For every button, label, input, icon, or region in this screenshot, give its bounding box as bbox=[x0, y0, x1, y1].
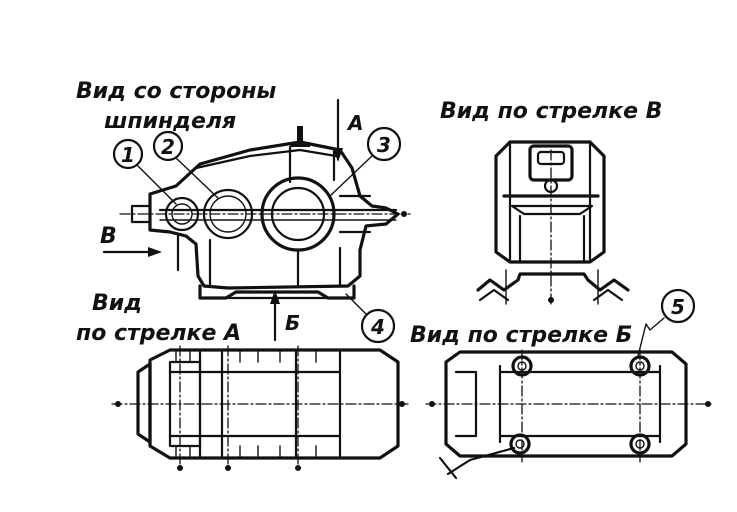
callout-5: 5 bbox=[637, 288, 696, 357]
arrow-letter-a: А bbox=[346, 111, 363, 135]
label-view-arrow-a-2: по стрелке А bbox=[76, 321, 241, 346]
label-view-arrow-b: Вид по стрелке Б bbox=[410, 323, 632, 348]
side-view-gearbox bbox=[119, 126, 411, 300]
arrow-letter-v: В bbox=[100, 224, 117, 249]
bottom-view-arrow-b bbox=[425, 349, 715, 480]
label-view-arrow-v: Вид по стрелке В bbox=[440, 99, 662, 124]
label-view-spindle-2: шпинделя bbox=[104, 109, 236, 134]
svg-text:3: 3 bbox=[377, 133, 391, 157]
arrow-letter-b: Б bbox=[285, 311, 300, 335]
label-view-spindle-1: Вид со стороны bbox=[76, 79, 276, 104]
bolt-hole-bl bbox=[509, 433, 531, 455]
callout-2: 2 bbox=[152, 130, 219, 199]
end-view-arrow-v bbox=[476, 140, 630, 307]
arrow-v bbox=[102, 247, 162, 257]
svg-text:5: 5 bbox=[671, 295, 685, 319]
label-view-arrow-a-1: Вид bbox=[92, 291, 142, 316]
top-view-arrow-a bbox=[111, 345, 409, 471]
svg-text:2: 2 bbox=[161, 135, 175, 159]
callout-3: 3 bbox=[329, 126, 402, 197]
svg-text:4: 4 bbox=[370, 315, 385, 339]
svg-text:1: 1 bbox=[121, 143, 135, 167]
callout-4: 4 bbox=[345, 293, 396, 344]
callout-1: 1 bbox=[112, 138, 177, 205]
